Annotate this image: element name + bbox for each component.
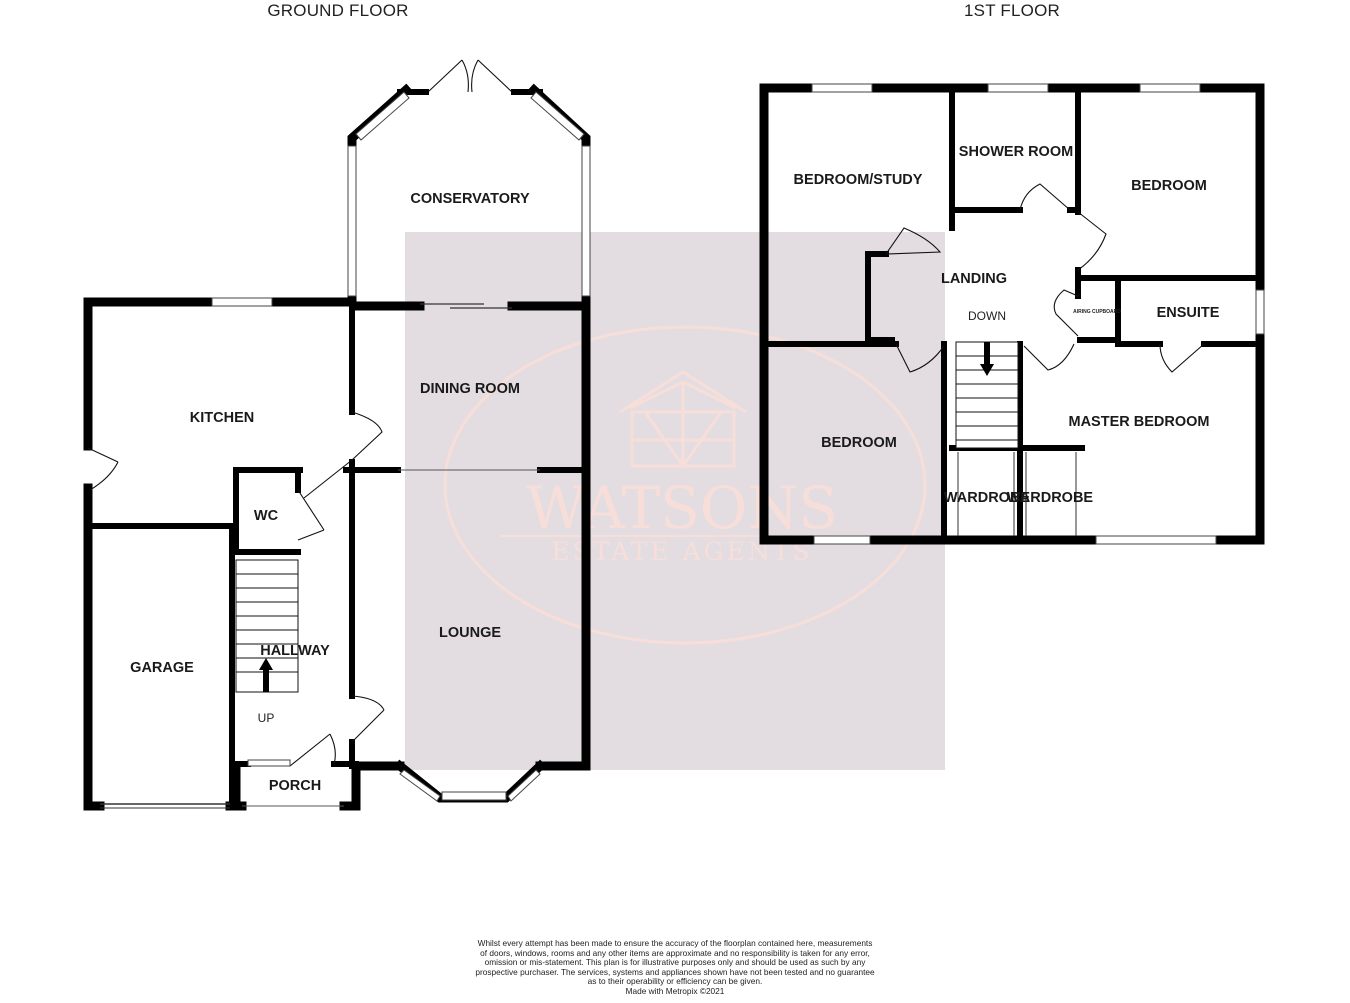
disclaimer: Whilst every attempt has been made to en… xyxy=(425,938,925,997)
room-label-ensuite: ENSUITE xyxy=(1157,305,1220,321)
dining-sliding-door[interactable] xyxy=(420,303,512,309)
lounge-bay-window xyxy=(393,759,547,803)
conservatory-window-ne xyxy=(530,91,585,141)
ground-floor-title: GROUND FLOOR xyxy=(267,1,408,20)
room-label-dining-room: DINING ROOM xyxy=(420,381,520,397)
lounge-door[interactable] xyxy=(351,695,385,743)
disclaimer-line: Whilst every attempt has been made to en… xyxy=(477,938,873,948)
porch-door[interactable] xyxy=(289,733,336,767)
bedroom-left-door[interactable] xyxy=(895,343,945,373)
room-label-wc: WC xyxy=(254,508,279,524)
bedroom-left-window xyxy=(813,535,871,545)
first-floor-title: 1ST FLOOR xyxy=(964,1,1060,20)
stairs-down-arrow-icon xyxy=(980,342,994,376)
shower-room-door[interactable] xyxy=(1019,183,1071,211)
bedroom-study-door[interactable] xyxy=(885,227,942,255)
conservatory-window-nw xyxy=(355,91,410,141)
watermark-house-logo xyxy=(619,370,747,469)
conservatory-french-door-left[interactable] xyxy=(427,59,469,93)
room-label-bedroom-left: BEDROOM xyxy=(821,435,897,451)
ensuite-window xyxy=(1255,289,1265,335)
bedroom-study-window xyxy=(811,83,873,93)
shower-room-window xyxy=(987,83,1049,93)
room-label-hallway: HALLWAY xyxy=(260,643,330,659)
conservatory-french-door-right[interactable] xyxy=(471,59,513,93)
room-label-landing: LANDING xyxy=(941,271,1007,287)
master-bedroom-door[interactable] xyxy=(1023,343,1075,371)
disclaimer-line: omission or mis-statement. This plan is … xyxy=(484,957,866,968)
watermark-panel xyxy=(405,232,945,770)
room-label-wardrobe-2: WARDROBE xyxy=(1007,490,1094,506)
disclaimer-line: as to their operability or efficiency ca… xyxy=(587,976,763,987)
watermark-oval xyxy=(443,325,927,645)
conservatory-structure xyxy=(347,59,591,305)
ensuite-door[interactable] xyxy=(1159,343,1205,373)
bedroom-right-window xyxy=(1139,83,1201,93)
landing-stairs xyxy=(955,341,1019,449)
disclaimer-line: of doors, windows, rooms and any other i… xyxy=(480,947,870,958)
stairs-up-arrow-icon xyxy=(259,658,273,692)
room-label-garage: GARAGE xyxy=(130,660,194,676)
porch-window xyxy=(247,759,291,767)
conservatory-window-right xyxy=(581,145,591,297)
disclaimer-line: prospective purchaser. The services, sys… xyxy=(475,966,875,977)
room-label-wardrobe-1: WARDROBE xyxy=(944,490,1031,506)
conservatory-window-left xyxy=(347,145,357,297)
watermark-brand: WATSONS xyxy=(526,474,838,542)
room-label-airing-cupboard: AIRING CUPBOARD xyxy=(1073,309,1121,315)
room-label-kitchen: KITCHEN xyxy=(190,410,254,426)
wc-door[interactable] xyxy=(297,489,325,541)
kitchen-window xyxy=(211,297,273,307)
disclaimer-credit: Made with Metropix ©2021 xyxy=(625,985,725,996)
master-bedroom-window xyxy=(1095,535,1217,545)
ground-floor-plan: CONSERVATORY KITCHEN DINING ROOM WC GARA… xyxy=(83,59,591,811)
room-label-master-bedroom: MASTER BEDROOM xyxy=(1069,414,1210,430)
kitchen-hallway-door[interactable] xyxy=(303,411,383,499)
airing-cupboard-door[interactable] xyxy=(1053,289,1079,337)
room-label-shower-room: SHOWER ROOM xyxy=(959,144,1073,160)
room-label-porch: PORCH xyxy=(269,778,321,794)
stairs-up-label: UP xyxy=(258,711,275,725)
stairs-down-label: DOWN xyxy=(968,309,1006,323)
watermark: WATSONS ESTATE AGENTS xyxy=(405,232,945,770)
kitchen-side-door[interactable] xyxy=(87,447,119,491)
room-label-lounge: LOUNGE xyxy=(439,625,501,641)
hallway-stairs xyxy=(235,559,299,693)
room-label-bedroom-right: BEDROOM xyxy=(1131,178,1207,194)
room-label-conservatory: CONSERVATORY xyxy=(410,191,530,207)
bedroom-right-door[interactable] xyxy=(1077,211,1107,271)
first-floor-plan: BEDROOM/STUDY SHOWER ROOM BEDROOM LANDIN… xyxy=(759,83,1265,545)
room-label-bedroom-study: BEDROOM/STUDY xyxy=(794,172,923,188)
